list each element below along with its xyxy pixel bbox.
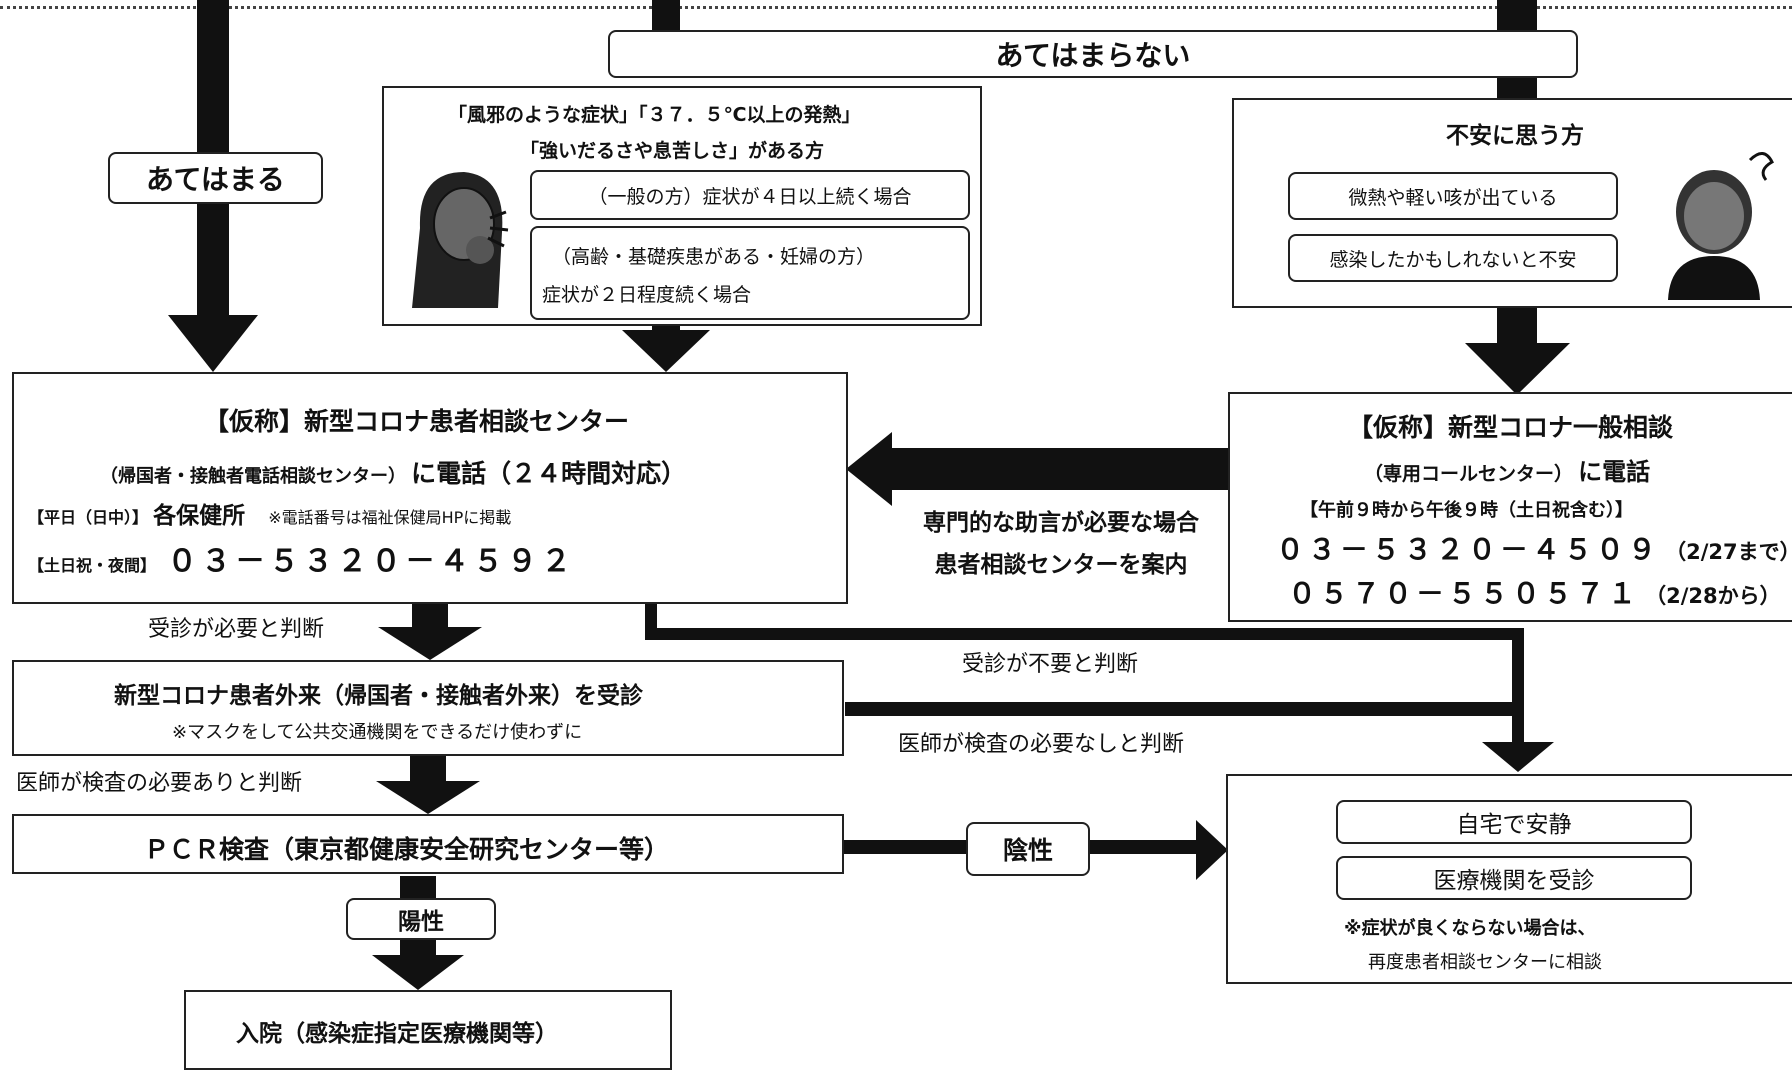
- referral-text: 専門的な助言が必要な場合 患者相談センターを案内: [896, 502, 1226, 586]
- general-subtitle-small: （専用コールセンター）: [1364, 463, 1574, 485]
- outpatient-box: 新型コロナ患者外来（帰国者・接触者外来）を受診 ※マスクをして公共交通機関をでき…: [12, 660, 844, 756]
- symptom-line1: 「風邪のような症状」「３７．５℃以上の発熱」: [448, 104, 861, 126]
- referral-line1: 専門的な助言が必要な場合: [923, 510, 1199, 536]
- label-need-test: 医師が検査の必要ありと判断: [16, 771, 303, 796]
- anxious-title: 不安に思う方: [1446, 123, 1584, 149]
- line-no-visit-h: [645, 628, 1524, 640]
- arrow-right-shaft: [1497, 305, 1537, 345]
- label-not-applicable: あてはまらない: [608, 30, 1578, 78]
- consult-subtitle-small: （帰国者・接触者電話相談センター）: [100, 466, 406, 487]
- elderly-line2: 症状が２日程度続く場合: [542, 284, 752, 306]
- general-consult-box: 【仮称】新型コロナ一般相談 （専用コールセンター） に電話 【午前９時から午後９…: [1228, 392, 1792, 622]
- consult-title: 【仮称】新型コロナ患者相談センター: [204, 407, 630, 436]
- line-no-test: [845, 702, 1524, 716]
- general-number2-note: （2/28から）: [1645, 584, 1781, 608]
- hospital-box: 入院（感染症指定医療機関等）: [184, 990, 672, 1070]
- elderly-condition: （高齢・基礎疾患がある・妊婦の方） 症状が２日程度続く場合: [530, 226, 970, 320]
- arrow-referral-shaft: [890, 448, 1230, 490]
- consult-center-box: 【仮称】新型コロナ患者相談センター （帰国者・接触者電話相談センター） に電話（…: [12, 372, 848, 604]
- line-no-visit-v: [1512, 628, 1524, 744]
- label-no-visit: 受診が不要と判断: [962, 652, 1139, 677]
- anxious-item2: 感染したかもしれないと不安: [1288, 234, 1618, 282]
- anxious-item2-text: 感染したかもしれないと不安: [1329, 248, 1577, 271]
- consult-weekday-value: 各保健所: [153, 503, 246, 529]
- symptom-box: 「風邪のような症状」「３７．５℃以上の発熱」 「強いだるさや息苦しさ」がある方 …: [382, 86, 982, 326]
- home-note1: ※症状が良くならない場合は、: [1344, 918, 1596, 939]
- label-applicable-text: あてはまる: [146, 163, 285, 196]
- arrow-hospital-head: [372, 955, 464, 990]
- home-visit: 医療機関を受診: [1336, 856, 1692, 900]
- arrow-negative-head: [1196, 820, 1228, 880]
- consult-holiday-number: ０３－５３２０－４５９２: [167, 544, 576, 579]
- positive-label: 陽性: [346, 898, 496, 940]
- negative-label: 陰性: [966, 822, 1090, 876]
- outpatient-title: 新型コロナ患者外来（帰国者・接触者外来）を受診: [114, 683, 643, 709]
- general-number1-note: （2/27まで）: [1665, 540, 1792, 564]
- general-number2: ０５７０－５５０５７１: [1288, 577, 1641, 610]
- general-subtitle-big: に電話: [1578, 458, 1651, 486]
- home-rest: 自宅で安静: [1336, 800, 1692, 844]
- anxious-box: 不安に思う方 微熱や軽い咳が出ている 感染したかもしれないと不安: [1232, 98, 1792, 308]
- arrow-left-head: [168, 315, 258, 372]
- arrow-home-head: [1482, 742, 1554, 772]
- worried-person-icon: [1668, 152, 1774, 300]
- elderly-line1: （高齢・基礎疾患がある・妊婦の方）: [552, 246, 876, 268]
- label-need-visit: 受診が必要と判断: [148, 617, 325, 642]
- pcr-box: ＰＣＲ検査（東京都健康安全研究センター等）: [12, 814, 844, 874]
- general-title: 【仮称】新型コロナ一般相談: [1348, 413, 1674, 442]
- label-applicable: あてはまる: [108, 152, 323, 204]
- arrow-pcr-shaft: [410, 755, 446, 783]
- general-condition: （一般の方）症状が４日以上続く場合: [530, 170, 970, 220]
- referral-line2: 患者相談センターを案内: [934, 552, 1188, 578]
- pcr-title: ＰＣＲ検査（東京都健康安全研究センター等）: [144, 835, 670, 864]
- general-condition-text: （一般の方）症状が４日以上続く場合: [588, 185, 912, 208]
- arrow-referral-head: [846, 432, 892, 506]
- coughing-person-icon: [412, 172, 509, 308]
- positive-label-text: 陽性: [398, 909, 444, 935]
- negative-label-text: 陰性: [1002, 836, 1053, 865]
- top-dotted-border: [0, 0, 1792, 9]
- arrow-outpatient-head: [378, 627, 482, 660]
- home-visit-text: 医療機関を受診: [1433, 868, 1595, 894]
- hospital-title: 入院（感染症指定医療機関等）: [236, 1021, 558, 1047]
- label-not-applicable-text: あてはまらない: [995, 39, 1191, 72]
- arrow-right-head: [1465, 343, 1570, 395]
- anxious-item1-text: 微熱や軽い咳が出ている: [1348, 186, 1558, 209]
- anxious-item1: 微熱や軽い咳が出ている: [1288, 172, 1618, 220]
- home-box: 自宅で安静 医療機関を受診 ※症状が良くならない場合は、 再度患者相談センターに…: [1226, 774, 1792, 984]
- arrow-pcr-head: [376, 781, 480, 814]
- general-hours: 【午前９時から午後９時（土日祝含む）】: [1300, 500, 1633, 521]
- outpatient-note: ※マスクをして公共交通機関をできるだけ使わずに: [172, 722, 583, 743]
- consult-holiday-label: 【土日祝・夜間】: [28, 556, 157, 575]
- label-no-test: 医師が検査の必要なしと判断: [898, 732, 1185, 757]
- home-note2: 再度患者相談センターに相談: [1368, 952, 1602, 973]
- consult-weekday-label: 【平日（日中）】: [28, 508, 149, 527]
- symptom-line2: 「強いだるさや息苦しさ」がある方: [520, 140, 825, 162]
- general-number1: ０３－５３２０－４５０９: [1276, 533, 1661, 566]
- consult-subtitle-big: に電話（２４時間対応）: [411, 459, 687, 488]
- arrow-mid-head: [622, 330, 710, 372]
- home-rest-text: 自宅で安静: [1456, 812, 1572, 838]
- arrow-outpatient-shaft: [412, 602, 448, 629]
- consult-weekday-note: ※電話番号は福祉保健局HPに掲載: [268, 508, 512, 527]
